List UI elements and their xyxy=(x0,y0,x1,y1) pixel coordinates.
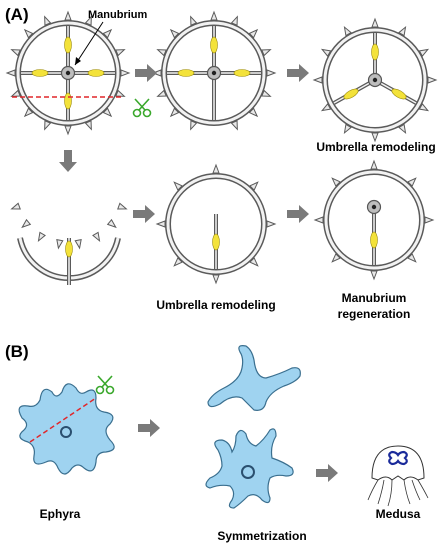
jellyfish-remodeled-ring xyxy=(165,173,267,275)
medusa xyxy=(367,445,429,507)
tentacle xyxy=(427,76,438,84)
caption-symmetrization: Symmetrization xyxy=(217,529,306,543)
panel-a-letter: (A) xyxy=(5,5,29,24)
caption-medusa: Medusa xyxy=(376,507,421,521)
jellyfish-intact xyxy=(15,20,121,126)
caption-umbrella-remodeling-top: Umbrella remodeling xyxy=(316,140,435,154)
process-arrow-icon xyxy=(316,464,338,482)
tentacle xyxy=(210,10,218,21)
scissors-icon xyxy=(132,98,152,118)
tentacle-spikes xyxy=(312,17,438,143)
tentacle xyxy=(64,125,72,136)
caption-manubrium-line2: regeneration xyxy=(338,307,411,321)
tentacle xyxy=(117,202,128,210)
scissors-icon xyxy=(95,375,115,395)
manubrium-label: Manubrium xyxy=(88,9,147,21)
tentacle xyxy=(5,69,16,77)
tentacle xyxy=(370,159,378,170)
tentacle xyxy=(155,220,166,228)
tentacle xyxy=(266,220,277,228)
tentacle-spikes xyxy=(10,202,128,250)
tentacle xyxy=(266,69,277,77)
caption-ephyra: Ephyra xyxy=(40,507,81,521)
tentacle xyxy=(23,107,34,118)
tentacle xyxy=(156,89,167,97)
tentacle xyxy=(424,216,435,224)
caption-manubrium-line1: Manubrium xyxy=(342,291,407,305)
tentacle xyxy=(37,231,46,243)
tentacle xyxy=(312,76,323,84)
process-arrow-icon xyxy=(135,64,157,82)
tentacle xyxy=(74,239,82,250)
tentacle xyxy=(370,270,378,281)
ephyra-fragment xyxy=(207,345,301,411)
tentacle xyxy=(64,10,72,21)
tentacle-spikes xyxy=(151,10,277,131)
tentacle xyxy=(120,69,131,77)
cut-line xyxy=(29,397,97,443)
panel-b-letter: (B) xyxy=(5,342,29,361)
tentacle xyxy=(313,216,324,224)
tentacle xyxy=(10,202,21,210)
tentacle xyxy=(371,17,379,28)
process-arrow-icon xyxy=(287,64,309,82)
tentacle xyxy=(106,218,117,229)
process-arrow-icon xyxy=(138,419,160,437)
process-arrow-icon xyxy=(133,205,155,223)
ephyra-symmetrized xyxy=(205,428,294,509)
jellyfish-after-cut xyxy=(161,20,267,126)
tentacle xyxy=(92,231,101,243)
tentacle xyxy=(418,48,430,57)
tentacle xyxy=(212,274,220,285)
tentacle xyxy=(21,218,32,229)
process-arrow-icon xyxy=(59,150,77,172)
process-arrow-icon xyxy=(287,205,309,223)
ephyra xyxy=(18,383,115,475)
tentacle xyxy=(320,103,332,112)
jellyfish-manubrium-regenerated xyxy=(323,169,425,271)
tentacle xyxy=(102,107,113,118)
jellyfish-remodeled-three-canals xyxy=(322,27,428,133)
jellyfish-fragment xyxy=(17,237,121,285)
caption-umbrella-remodeling-bottom: Umbrella remodeling xyxy=(156,298,275,312)
tentacle xyxy=(320,48,332,57)
tentacle xyxy=(56,239,64,250)
tentacle xyxy=(156,49,167,57)
tentacle xyxy=(212,163,220,174)
tentacle xyxy=(418,103,430,112)
